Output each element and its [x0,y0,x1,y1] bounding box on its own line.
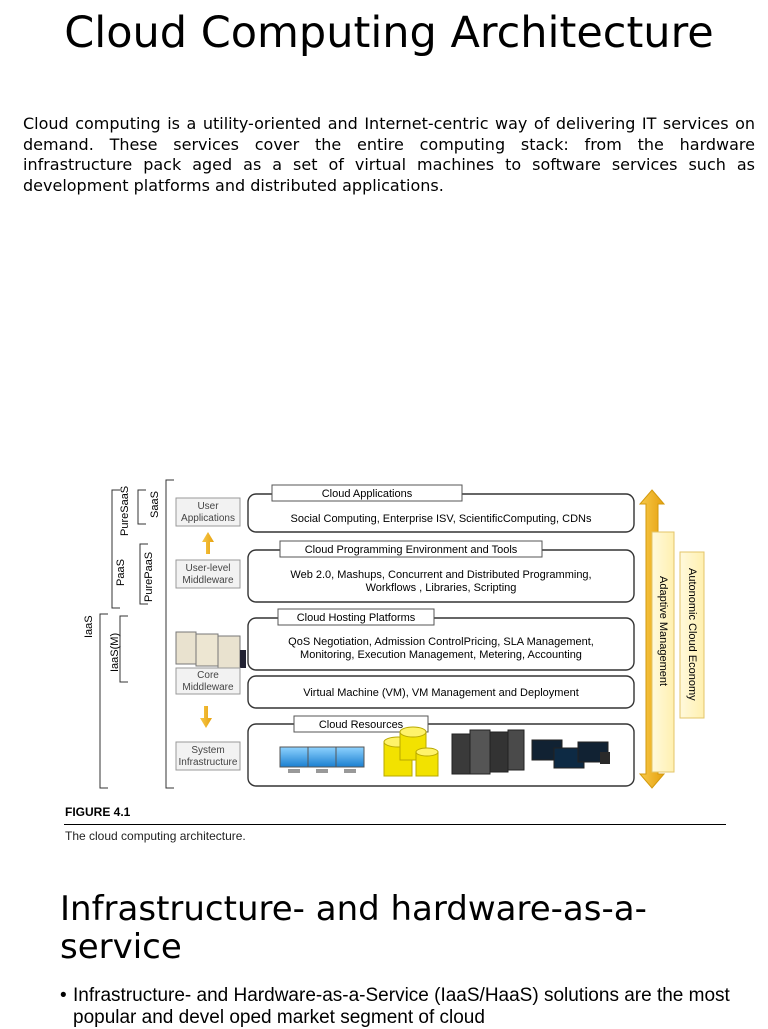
svg-text:Monitoring, Execution Manageme: Monitoring, Execution Management, Meteri… [300,649,582,661]
label-puresaas: PureSaaS [119,486,131,536]
layer-cloud-applications: Cloud Applications Social Computing, Ent… [247,484,635,533]
architecture-diagram: PureSaaS SaaS PaaS PurePaaS IaaS IaaS(M)… [83,479,705,789]
svg-text:System: System [191,745,224,756]
down-arrow-icon [200,706,212,728]
bullet-item: Infrastructure- and Hardware-as-a-Servic… [60,985,750,1029]
bracket-iaasm [119,615,128,683]
bracket-saas [137,489,146,525]
svg-text:Workflows , Libraries, Scripti: Workflows , Libraries, Scripting [366,582,517,594]
label-saas: SaaS [149,491,161,518]
bracket-puresaas-paas [111,489,120,609]
architecture-figure: PureSaaS SaaS PaaS PurePaaS IaaS IaaS(M)… [60,474,730,794]
monitors-icon [279,746,365,773]
side-user-applications: User Applications [175,497,241,527]
svg-text:Adaptive Management: Adaptive Management [657,576,669,686]
side-system-infrastructure: System Infrastructure [175,741,241,771]
section-heading: Infrastructure- and hardware-as-a-servic… [60,889,647,967]
svg-text:Core: Core [197,670,219,681]
layer-cloud-hosting: Cloud Hosting Platforms QoS Negotiation,… [247,608,635,671]
layer-virtual-machine: Virtual Machine (VM), VM Management and … [247,675,635,709]
svg-text:Web 2.0, Mashups, Concurrent a: Web 2.0, Mashups, Concurrent and Distrib… [290,569,591,581]
svg-text:User: User [197,501,219,512]
side-core-middleware: Core Middleware [175,667,241,695]
bracket-purepaas [139,543,148,605]
label-purepaas: PurePaaS [143,552,155,602]
autonomic-cloud-economy-panel: Autonomic Cloud Economy [679,551,705,719]
layer-brackets [99,479,174,789]
figure-label: FIGURE 4.1 [65,805,131,819]
servers-icon [175,631,246,669]
caption-divider [64,824,726,825]
label-iaasm: IaaS(M) [109,633,121,672]
intro-paragraph: Cloud computing is a utility-oriented an… [23,114,755,195]
svg-text:Cloud Hosting Platforms: Cloud Hosting Platforms [297,612,416,624]
svg-text:Virtual Machine (VM), VM Manag: Virtual Machine (VM), VM Management and … [303,687,579,699]
page-title: Cloud Computing Architecture [64,8,714,58]
bracket-iaas [99,613,108,789]
adaptive-management-panel: Adaptive Management [651,531,675,773]
svg-text:Infrastructure: Infrastructure [179,757,238,768]
svg-text:Social Computing, Enterprise I: Social Computing, Enterprise ISV, Scient… [290,513,592,525]
up-arrow-icon [202,532,214,554]
svg-text:Cloud Applications: Cloud Applications [322,488,413,500]
label-paas: PaaS [115,559,127,586]
label-iaas: IaaS [83,615,95,638]
svg-text:Applications: Applications [181,513,235,524]
bullet-list: Infrastructure- and Hardware-as-a-Servic… [60,985,750,1029]
workstations-icon [531,739,610,769]
storage-disks-icon [383,726,439,777]
bracket-outer [165,479,174,789]
server-racks-icon [451,729,525,775]
svg-text:User-level: User-level [185,563,230,574]
layer-cloud-resources: Cloud Resources [247,715,635,787]
svg-text:Cloud Resources: Cloud Resources [319,719,404,731]
svg-text:Cloud Programming Environment: Cloud Programming Environment and Tools [305,544,518,556]
figure-caption: The cloud computing architecture. [65,829,246,843]
svg-text:Middleware: Middleware [182,682,234,693]
layer-cloud-programming: Cloud Programming Environment and Tools … [247,540,635,603]
svg-text:Autonomic Cloud Economy: Autonomic Cloud Economy [686,568,698,701]
side-user-level-middleware: User-level Middleware [175,559,241,589]
svg-text:Middleware: Middleware [182,575,234,586]
svg-text:QoS Negotiation, Admission Con: QoS Negotiation, Admission ControlPricin… [288,636,594,648]
